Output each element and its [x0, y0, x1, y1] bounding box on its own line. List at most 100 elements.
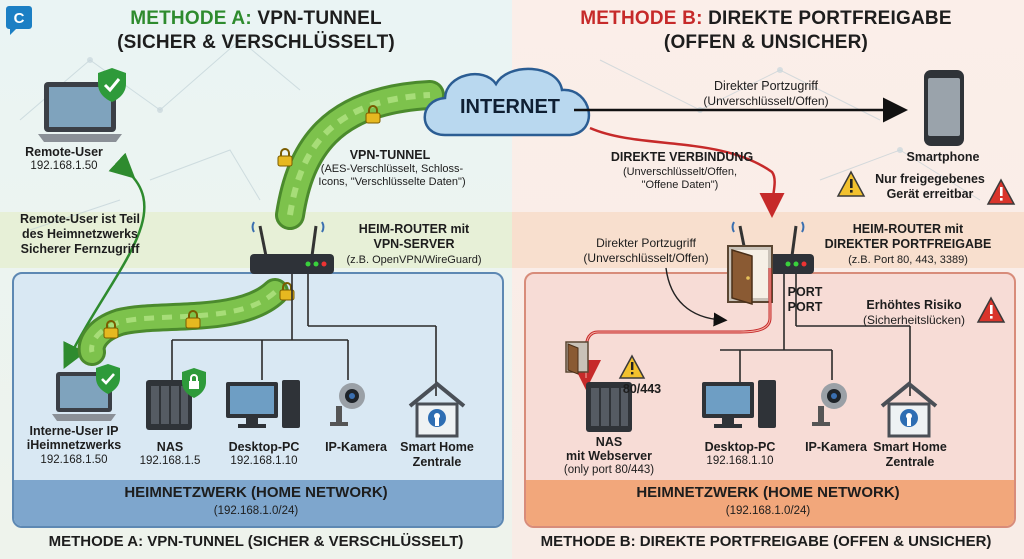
port-access-desc: (Unverschlüsselt/Offen) [583, 251, 709, 265]
desktop-a-label: Desktop-PC [228, 440, 300, 454]
router-a-title-line: HEIM-ROUTER mit [358, 222, 470, 236]
padlock-icon [103, 105, 381, 339]
brand-logo: C [6, 6, 32, 35]
internal-user-label-line: Interne-User IP [29, 424, 119, 438]
exposure-warning-line: Gerät erreitbar [886, 187, 974, 201]
vpn-tunnel-label: VPN-TUNNEL [349, 148, 431, 162]
network-a-subnet: (192.168.1.0/24) [213, 505, 299, 517]
method-a-prefix: METHODE A: [130, 8, 252, 29]
smarthome-a-label-line: Smart Home [400, 440, 474, 454]
remote-note-line: Sicherer Fernzugriff [20, 242, 140, 256]
smarthome-b-label: Smart Home Zentrale [873, 440, 947, 470]
top-arrow-desc: (Unverschlüsselt/Offen) [703, 94, 829, 108]
remote-note-line: des Heimnetzwerks [21, 227, 139, 241]
smart-home-icon [880, 381, 938, 438]
network-b-subnet: (192.168.1.0/24) [725, 505, 811, 517]
desktop-b-label: Desktop-PC [704, 440, 776, 454]
vpn-tunnel-desc-line: Icons, "Verschlüsselte Daten") [318, 176, 466, 188]
camera-b-label: IP-Kamera [805, 440, 867, 454]
nas-a-label: NAS [156, 440, 184, 454]
smart-home-icon [408, 381, 466, 438]
network-a-title: HEIMNETZWERK (HOME NETWORK) [124, 484, 388, 501]
ip-camera-icon [330, 383, 365, 426]
nas-b-label-line: NAS [595, 435, 623, 449]
nas-b-label: NAS mit Webserver [566, 435, 652, 463]
desktop-pc-icon [702, 380, 776, 428]
router-a-desc: (z.B. OpenVPN/WireGuard) [346, 254, 482, 266]
smarthome-a-label-line: Zentrale [412, 455, 462, 469]
internal-user-ip: 192.168.1.50 [40, 454, 108, 466]
smartphone-icon [924, 70, 964, 146]
method-b-subtitle: (OFFEN & UNSICHER) [663, 32, 869, 53]
nas-port-label: 80/443 [622, 382, 662, 396]
vpn-tunnel-desc: (AES-Verschlüsselt, Schloss- Icons, "Ver… [318, 163, 465, 189]
laptop-icon [38, 82, 122, 142]
smarthome-b-label-line: Zentrale [885, 455, 935, 469]
open-door-icon [727, 245, 773, 306]
router-b-title: HEIM-ROUTER mit DIREKTER PORTFREIGABE [825, 222, 992, 252]
method-a-subtitle: (SICHER & VERSCHLÜSSELT) [117, 32, 395, 53]
exposure-warning-line: Nur freigegebenes [875, 172, 985, 186]
ip-camera-icon [812, 383, 847, 426]
warning-icon [618, 170, 1016, 379]
method-a-footer: METHODE A: VPN-TUNNEL (SICHER & VERSCHLÜ… [48, 533, 464, 550]
remote-user-ip: 192.168.1.50 [30, 160, 98, 172]
method-b-prefix: METHODE B: [580, 8, 703, 29]
direct-connection-desc-line: "Offene Daten") [641, 179, 719, 191]
direct-connection-desc: (Unverschlüsselt/Offen, "Offene Daten") [623, 166, 737, 192]
router-icon [250, 221, 334, 274]
nas-a-ip: 192.168.1.5 [139, 455, 201, 467]
nas-icon [586, 382, 632, 432]
desktop-b-ip: 192.168.1.10 [706, 455, 774, 467]
background-dots [87, 37, 903, 153]
internet-label: INTERNET [460, 96, 560, 118]
exposure-warning: Nur freigegebenes Gerät erreitbar [875, 172, 985, 202]
shield-lock-icon [182, 368, 206, 398]
method-b-title: METHODE B: DIREKTE PORTFREIGABE [580, 8, 951, 30]
risk-label: Erhöhtes Risiko [866, 298, 962, 312]
logo-letter: C [14, 10, 25, 27]
desktop-a-ip: 192.168.1.10 [230, 455, 298, 467]
port-label: PORT [787, 285, 823, 299]
method-b-main: DIREKTE PORTFREIGABE [708, 8, 952, 29]
network-bar-a [14, 480, 502, 526]
router-b-title-line: DIREKTER PORTFREIGABE [824, 237, 992, 251]
network-bar-b [526, 480, 1014, 526]
router-b-desc: (z.B. Port 80, 443, 3389) [848, 254, 968, 266]
router-b-title-line: HEIM-ROUTER mit [852, 222, 964, 236]
shield-check-icon [98, 68, 126, 102]
top-arrow-label: Direkter Portzugriff [714, 79, 818, 93]
remote-note: Remote-User ist Teil des Heimnetzwerks S… [20, 212, 140, 257]
network-wiring-b [720, 274, 911, 396]
nas-b-desc: (only port 80/443) [563, 464, 655, 476]
internet-cloud-icon [423, 67, 591, 137]
router-a-title: HEIM-ROUTER mit VPN-SERVER [359, 222, 469, 252]
method-a-title: METHODE A: VPN-TUNNEL [130, 8, 382, 30]
direct-connection-label: DIREKTE VERBINDUNG [610, 150, 754, 164]
desktop-pc-icon [226, 380, 300, 428]
camera-a-label: IP-Kamera [325, 440, 387, 454]
risk-desc: (Sicherheitslücken) [862, 313, 966, 327]
smarthome-a-label: Smart Home Zentrale [400, 440, 474, 470]
open-door-icon [565, 341, 589, 375]
direct-connection-arrow [589, 126, 785, 218]
vpn-tunnel-desc-line: (AES-Verschlüsselt, Schloss- [320, 163, 464, 175]
method-b-footer: METHODE B: DIREKTE PORTFREIGABE (OFFEN &… [540, 533, 992, 550]
router-a-title-line: VPN-SERVER [373, 237, 455, 251]
port-access-label: Direkter Portzugriff [596, 236, 696, 250]
remote-note-line: Remote-User ist Teil [20, 212, 140, 226]
smarthome-b-label-line: Smart Home [873, 440, 947, 454]
internal-user-label: Interne-User IP iHeimnetzwerks [27, 424, 121, 452]
nas-b-label-line: mit Webserver [566, 449, 652, 463]
network-b-title: HEIMNETZWERK (HOME NETWORK) [636, 484, 900, 501]
internal-user-label-line: iHeimnetzwerks [26, 438, 122, 452]
port-label: PORT [787, 300, 823, 314]
method-a-main: VPN-TUNNEL [257, 8, 382, 29]
nas-icon [146, 380, 192, 430]
shield-check-icon [96, 364, 120, 394]
remote-user-label: Remote-User [25, 145, 103, 159]
network-wiring-a [171, 274, 437, 396]
port-access-pointer [665, 267, 728, 327]
direct-connection-desc-line: (Unverschlüsselt/Offen, [622, 166, 738, 178]
